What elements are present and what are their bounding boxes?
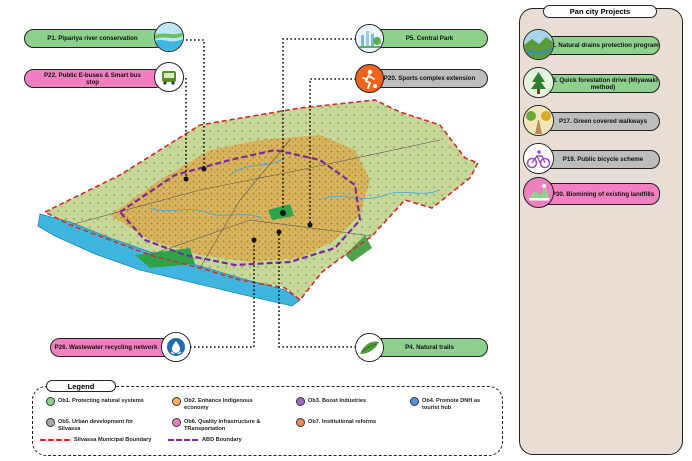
map-urban-area	[110, 135, 370, 262]
legend-box	[32, 386, 503, 456]
project-p5-label: P5. Central Park	[405, 35, 454, 42]
drains-icon	[523, 29, 554, 60]
node-p26	[251, 237, 257, 243]
pan-project-p19-label: P19. Public bicycle scheme	[562, 156, 644, 163]
pan-city-title: Pan city Projects	[543, 5, 657, 18]
forest-icon	[523, 67, 554, 98]
project-p5[interactable]: P5. Central Park	[371, 29, 488, 48]
legend-abd-label: ABD Boundary	[202, 437, 242, 443]
node-p1	[201, 166, 207, 172]
project-p22[interactable]: P22. Public E-buses & Smart bus stop	[24, 69, 165, 88]
legend-ob1-swatch	[46, 397, 55, 406]
park-icon	[355, 24, 384, 53]
project-p22-label: P22. Public E-buses & Smart bus stop	[44, 71, 141, 86]
map-road	[69, 139, 441, 226]
map-stream	[149, 207, 263, 219]
node-p4	[276, 229, 282, 235]
node-p20	[307, 222, 313, 228]
node-p5	[280, 210, 286, 216]
legend-ob4-label: Ob4. Promote DNH as tourist hub	[422, 398, 481, 411]
legend-ob1: Ob1. Protecting natural systems	[46, 397, 146, 406]
legend-ob7-swatch	[296, 418, 305, 427]
legend-ob3-label: Ob3. Boost Industries	[308, 398, 367, 404]
legend-ob2-swatch	[172, 397, 181, 406]
project-p1-label: P1. Pipariya river conservation	[47, 35, 138, 42]
legend-municipal-boundary: Silvassa Municipal Boundary	[40, 437, 160, 444]
project-p20[interactable]: P20. Sports complex extension	[371, 69, 488, 88]
connector-p26	[186, 240, 255, 348]
pan-project-p3[interactable]: P3. Quick forestation drive (Miyawaki me…	[532, 74, 660, 93]
project-p26-label: P26. Wastewater recycling network	[54, 344, 158, 351]
pan-project-p30[interactable]: P30. Biomining of existing landfills	[532, 183, 660, 205]
map-stream-2	[319, 189, 441, 201]
bus-icon	[154, 62, 184, 92]
map-stream-3	[229, 157, 286, 176]
pan-project-p19[interactable]: P19. Public bicycle scheme	[532, 150, 660, 169]
pan-project-p17-label: P17. Green covered walkways	[558, 118, 648, 125]
legend-title: Legend	[46, 380, 116, 392]
legend-ob7: Ob7. Institutional reforms	[296, 418, 396, 427]
project-p26[interactable]: P26. Wastewater recycling network	[50, 338, 178, 357]
legend-ob5-label: Ob5. Urban development for Silvassa	[58, 419, 134, 432]
project-p4-label: P4. Natural trails	[405, 344, 454, 351]
pan-project-p2-label: P2. Natural drains protection program	[547, 42, 659, 49]
connector-p4	[278, 232, 356, 348]
legend-ob6-swatch	[172, 418, 181, 427]
connector-p5	[282, 38, 356, 212]
project-p4[interactable]: P4. Natural trails	[371, 338, 488, 357]
municipal-boundary	[43, 99, 480, 302]
project-p20-label: P20. Sports complex extension	[383, 75, 476, 82]
legend-ob6: Ob6. Quality Infrastructure & TRansporta…	[172, 418, 282, 432]
legend-municipal-swatch	[40, 439, 70, 442]
legend-municipal-label: Silvassa Municipal Boundary	[74, 437, 152, 443]
bicycle-icon	[523, 143, 554, 174]
walkway-icon	[523, 105, 554, 136]
abd-boundary	[118, 148, 362, 267]
sports-icon	[355, 64, 384, 93]
legend-abd-swatch	[168, 439, 198, 441]
legend-ob3: Ob3. Boost Industries	[296, 397, 396, 406]
map-green-patch	[345, 235, 372, 262]
node-p22	[183, 176, 189, 182]
legend-ob4-swatch	[410, 397, 419, 406]
recycle-icon	[161, 332, 191, 362]
map-road-2	[199, 139, 291, 269]
landfill-icon	[523, 177, 554, 208]
legend-ob1-label: Ob1. Protecting natural systems	[58, 398, 144, 404]
pan-project-p2[interactable]: P2. Natural drains protection program	[532, 36, 660, 55]
legend-ob7-label: Ob7. Institutional reforms	[308, 419, 377, 425]
legend-ob5: Ob5. Urban development for Silvassa	[46, 418, 146, 432]
map-road-3	[149, 219, 373, 256]
legend-ob3-swatch	[296, 397, 305, 406]
legend-ob4: Ob4. Promote DNH as tourist hub	[410, 397, 498, 411]
river-icon	[154, 22, 184, 52]
legend-abd-boundary: ABD Boundary	[168, 437, 288, 443]
legend-ob6-label: Ob6. Quality Infrastructure & TRansporta…	[184, 419, 261, 432]
project-p1[interactable]: P1. Pipariya river conservation	[24, 29, 165, 48]
pan-project-p3-label: P3. Quick forestation drive (Miyawaki me…	[548, 76, 658, 91]
legend-ob5-swatch	[46, 418, 55, 427]
legend-ob2-label: Ob2. Enhance Indigenous economy	[184, 398, 253, 411]
trail-icon	[355, 333, 384, 362]
legend-ob2: Ob2. Enhance Indigenous economy	[172, 397, 272, 411]
pan-project-p30-label: P30. Biomining of existing landfills	[551, 190, 655, 198]
